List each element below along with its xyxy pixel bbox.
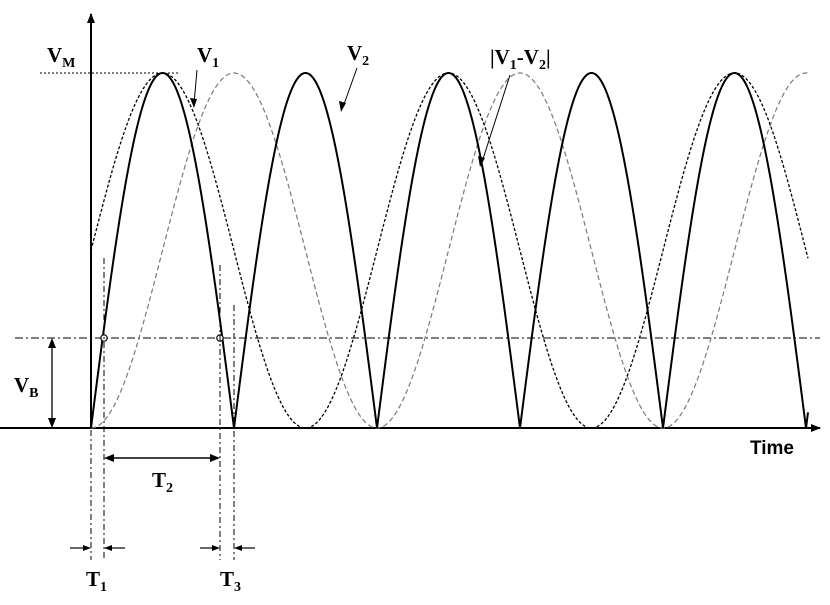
abs-diff-label: |V1-V2| xyxy=(490,45,551,73)
v1-waveform xyxy=(90,72,809,429)
t1-label: T1 xyxy=(86,567,107,595)
t2-label: T2 xyxy=(152,468,173,496)
v1-leader xyxy=(193,69,198,105)
vb-label: VB xyxy=(14,373,39,401)
v2-label: V2 xyxy=(347,41,369,69)
abs-difference-waveform xyxy=(90,72,809,429)
t3-label: T3 xyxy=(220,567,241,595)
time-axis-label: Time xyxy=(750,438,794,459)
v2-leader xyxy=(342,67,358,108)
vm-label: VM xyxy=(47,43,75,71)
diff-leader xyxy=(481,74,511,163)
v2-waveform xyxy=(91,72,809,429)
v1-label: V1 xyxy=(197,43,219,71)
